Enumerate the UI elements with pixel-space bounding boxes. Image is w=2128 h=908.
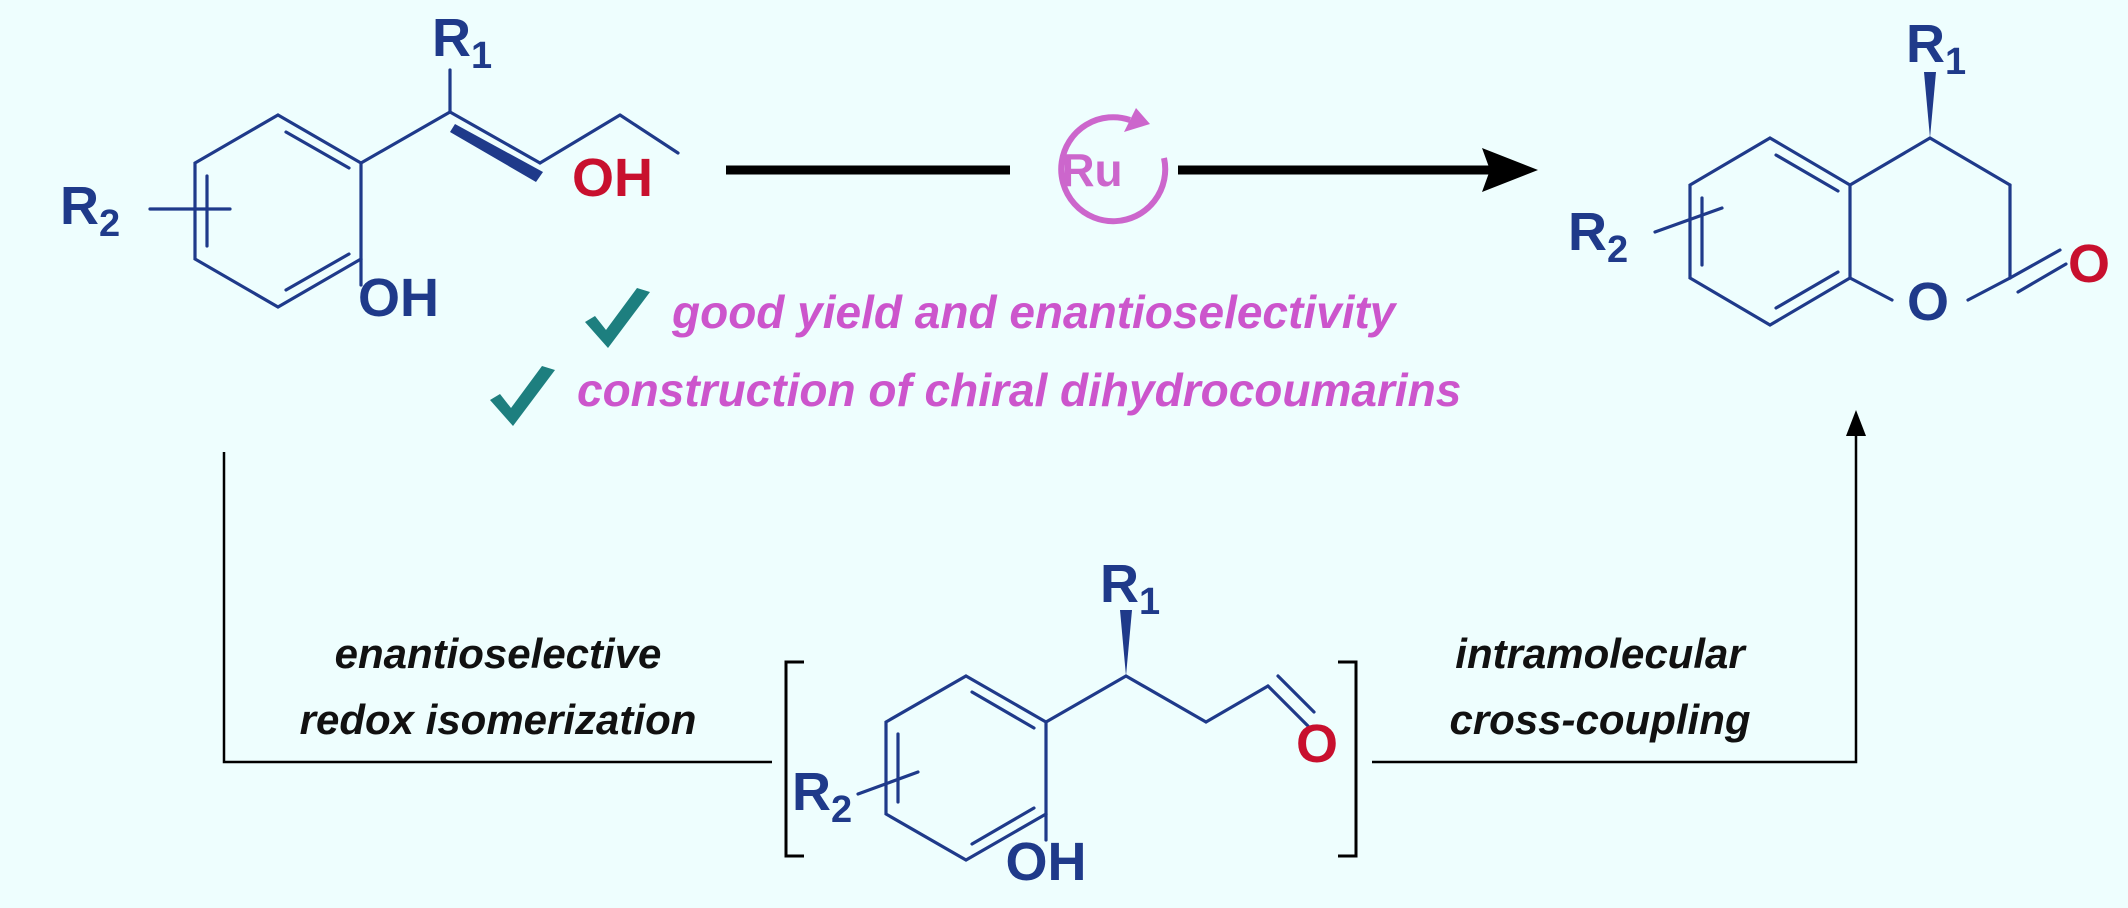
catalyst-cycle: Ru — [1058, 108, 1169, 225]
highlight-1: good yield and enantioselectivity — [585, 286, 1398, 348]
intermediate: R1 R2 O OH — [784, 554, 1358, 892]
product: R1 R2 O O — [1568, 14, 2110, 332]
intermediate-r2-label: R2 — [792, 762, 852, 831]
up-arrow-head — [1846, 410, 1866, 436]
step2-label: intramolecular cross-coupling — [1449, 630, 1750, 743]
sm-alcohol-oh: OH — [572, 148, 653, 208]
sm-benzene-ring — [193, 113, 363, 309]
intermediate-aldehyde-o: O — [1296, 714, 1338, 774]
step1-line2: redox isomerization — [300, 696, 697, 743]
cycle-arrow-icon — [1058, 114, 1169, 225]
lower-pathway — [222, 410, 1866, 764]
intermediate-phenol-oh: OH — [1006, 832, 1087, 892]
sm-phenol-oh: OH — [358, 268, 439, 328]
arrow-head — [1482, 148, 1538, 192]
product-carbonyl-o: O — [2068, 234, 2110, 294]
product-r1-label: R1 — [1906, 14, 1966, 83]
step1-label: enantioselective redox isomerization — [300, 630, 697, 743]
step2-line1: intramolecular — [1455, 630, 1747, 677]
step1-line1: enantioselective — [335, 630, 662, 677]
right-bracket — [1338, 660, 1358, 858]
product-ring-o: O — [1907, 272, 1949, 332]
sm-r2-label: R2 — [60, 176, 120, 245]
sm-r1-label: R1 — [432, 8, 492, 77]
step2-line2: cross-coupling — [1449, 696, 1750, 743]
starting-material: R1 R2 OH OH — [60, 8, 680, 328]
catalyst-label: Ru — [1061, 144, 1122, 196]
highlight-2-text: construction of chiral dihydrocoumarins — [577, 364, 1461, 416]
intermediate-r1-label: R1 — [1100, 554, 1160, 623]
product-r2-label: R2 — [1568, 202, 1628, 271]
highlight-2: construction of chiral dihydrocoumarins — [490, 364, 1461, 426]
check-icon — [490, 366, 555, 426]
product-benzene-ring — [1688, 136, 1852, 327]
check-icon — [585, 288, 650, 348]
left-bracket — [784, 660, 804, 858]
highlight-1-text: good yield and enantioselectivity — [671, 286, 1398, 338]
reaction-arrow — [726, 148, 1538, 192]
